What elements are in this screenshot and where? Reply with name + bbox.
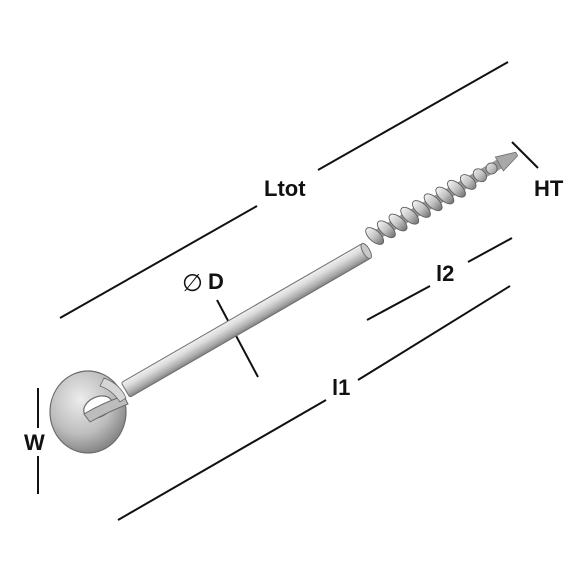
thread-coil (388, 213, 408, 232)
d-line (216, 299, 259, 378)
thread-coil (411, 200, 431, 218)
thread-coil (459, 174, 477, 190)
w-label: W (24, 430, 45, 455)
thread-coil (365, 227, 385, 245)
thread-coil (472, 168, 487, 183)
l2-line-right (467, 237, 513, 263)
thread-coil (376, 220, 396, 239)
l2-dimension (366, 237, 513, 321)
diameter-symbol: ∅ (182, 270, 203, 297)
eye-ring (49, 370, 129, 454)
ltot-label: Ltot (264, 176, 306, 201)
l1-dimension (117, 285, 511, 521)
l1-line-left (117, 399, 327, 521)
l2-label: l2 (436, 261, 454, 286)
ltot-line-left (59, 205, 258, 319)
ht-tick (511, 141, 539, 169)
d-dimension (216, 299, 259, 378)
ltot-dimension (59, 61, 509, 319)
thread-coil (400, 206, 420, 225)
thread-section (365, 151, 519, 245)
thread-coil (435, 186, 455, 205)
ltot-line-right (317, 61, 509, 171)
eye-screw-illustration (49, 151, 519, 454)
ht-label: HT (534, 176, 564, 201)
thread-coil (447, 179, 466, 198)
ht-dimension (511, 141, 539, 169)
thread-coil (423, 193, 443, 212)
l1-label: l1 (332, 375, 350, 400)
shank (121, 242, 372, 398)
thread-coil (485, 162, 498, 175)
l2-line-left (366, 285, 431, 321)
diameter-label: D (208, 269, 224, 294)
l1-line-right (357, 285, 511, 381)
